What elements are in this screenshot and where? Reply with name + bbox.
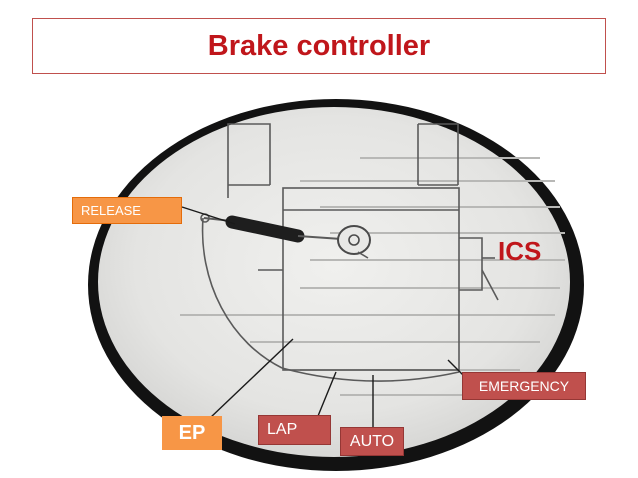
page-title: Brake controller [207,29,431,62]
ics-label: ICS [498,235,542,266]
leader-lines [181,206,465,428]
controller-housing [201,123,499,382]
emergency-label: EMERGENCY [462,372,586,400]
scanned-text-lines [180,157,565,396]
title-box: Brake controller [32,18,606,74]
photo-area [98,107,570,457]
auto-label: AUTO [340,427,404,456]
brake-handle [200,213,371,259]
ep-label: EP [162,416,222,450]
lap-label: LAP [258,415,331,445]
release-label: RELEASE [72,197,182,224]
